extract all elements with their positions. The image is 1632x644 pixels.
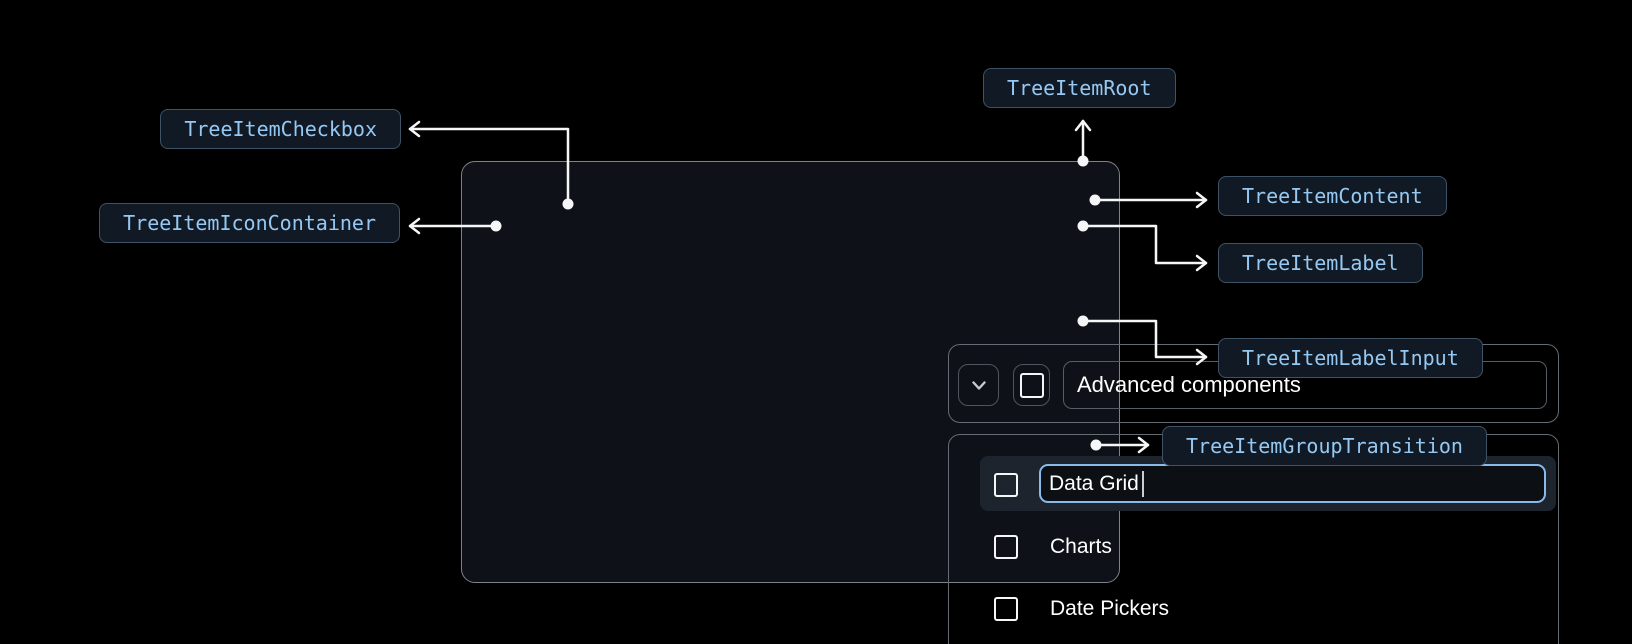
label-input-value: Data Grid — [1049, 471, 1139, 495]
badge-tree-item-root: TreeItemRoot — [983, 68, 1176, 108]
arrow-right-icon — [1195, 191, 1208, 209]
arrow-up-icon — [1074, 119, 1092, 132]
arrow-right-icon — [1195, 254, 1208, 272]
badge-tree-item-label-input: TreeItemLabelInput — [1218, 338, 1483, 378]
arrow-left-icon — [408, 217, 421, 235]
text-cursor — [1141, 470, 1144, 497]
row-checkbox[interactable] — [994, 535, 1018, 559]
tree-item-label-input[interactable]: Data Grid — [1039, 464, 1546, 503]
arrow-left-icon — [408, 120, 421, 138]
row-checkbox[interactable] — [994, 473, 1018, 497]
tree-item-checkbox[interactable] — [1013, 364, 1050, 406]
row-label[interactable]: Charts — [1050, 535, 1112, 558]
checkbox-unchecked-icon — [1019, 372, 1044, 398]
badge-tree-item-label: TreeItemLabel — [1218, 243, 1423, 283]
chevron-down-icon — [971, 381, 986, 390]
row-checkbox[interactable] — [994, 597, 1018, 621]
row-label[interactable]: Date Pickers — [1050, 597, 1170, 620]
tree-item-icon-container[interactable] — [958, 364, 999, 406]
badge-tree-item-group-transition: TreeItemGroupTransition — [1162, 426, 1487, 466]
badge-tree-item-checkbox: TreeItemCheckbox — [160, 109, 401, 149]
badge-tree-item-icon-container: TreeItemIconContainer — [99, 203, 400, 243]
badge-tree-item-content: TreeItemContent — [1218, 176, 1447, 216]
tree-item-root: Advanced components Data Grid Charts Dat… — [461, 161, 1559, 644]
